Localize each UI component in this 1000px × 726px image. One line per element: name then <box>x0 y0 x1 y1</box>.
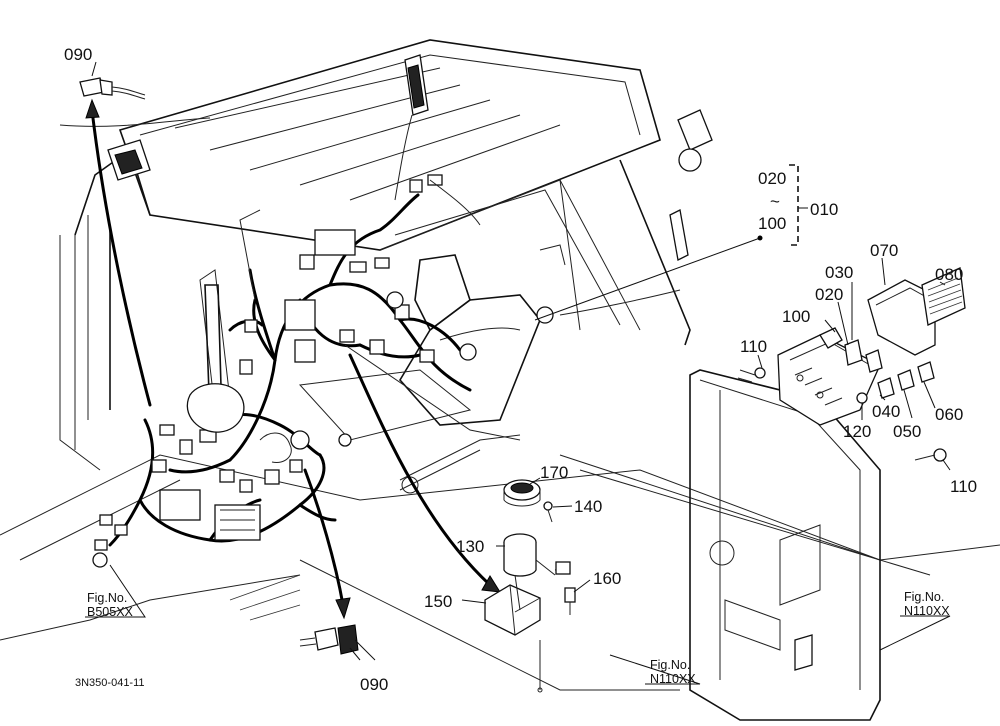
label-tilde: ~ <box>770 192 780 211</box>
figure-references: Fig.No. B505XX Fig.No. N110XX Fig.No. N1… <box>87 590 950 686</box>
fuse-box-assembly <box>534 235 966 462</box>
label-100: 100 <box>782 307 810 326</box>
label-040: 040 <box>872 402 900 421</box>
wiring-harness <box>92 114 554 568</box>
label-100-range-end: 100 <box>758 214 786 233</box>
label-170: 170 <box>540 463 568 482</box>
fig-ref-right-prefix: Fig.No. <box>904 590 944 604</box>
relay-bracket-assembly <box>484 479 576 693</box>
fig-ref-center-number: N110XX <box>650 672 696 686</box>
fig-ref-left-prefix: Fig.No. <box>87 591 127 605</box>
label-120: 120 <box>843 422 871 441</box>
label-110-left: 110 <box>740 337 767 356</box>
label-160: 160 <box>593 569 621 588</box>
connector-090-bottom <box>299 624 359 655</box>
cab-structure <box>0 39 1000 721</box>
fig-ref-left-number: B505XX <box>87 605 134 619</box>
fig-ref-center-prefix: Fig.No. <box>650 658 690 672</box>
label-130: 130 <box>456 537 484 556</box>
label-020-range-start: 020 <box>758 169 786 188</box>
label-090-bottom: 090 <box>360 675 388 694</box>
label-150: 150 <box>424 592 452 611</box>
connector-090-top <box>79 77 146 100</box>
reference-arrows <box>85 98 501 620</box>
leader-lines <box>85 61 951 685</box>
label-090-top: 090 <box>64 45 92 64</box>
part-labels: 090 090 020 ~ 100 010 030 070 080 020 10… <box>64 45 977 694</box>
label-060: 060 <box>935 405 963 424</box>
label-010: 010 <box>810 200 838 219</box>
lamps <box>107 54 713 261</box>
label-140: 140 <box>574 497 602 516</box>
fig-ref-right-number: N110XX <box>904 604 950 618</box>
label-050: 050 <box>893 422 921 441</box>
label-110-right: 110 <box>950 477 977 496</box>
label-020: 020 <box>815 285 843 304</box>
drawing-code: 3N350-041-11 <box>75 677 145 689</box>
label-030: 030 <box>825 263 853 282</box>
label-080: 080 <box>935 265 963 284</box>
label-070: 070 <box>870 241 898 260</box>
